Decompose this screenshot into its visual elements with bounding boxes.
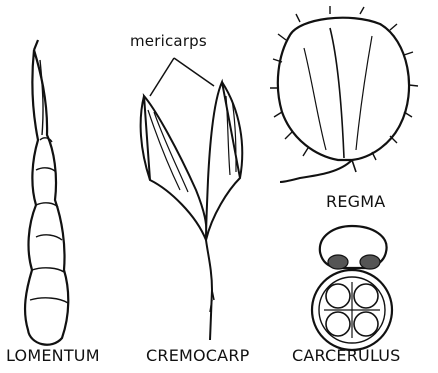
carcerulus-label: CARCERULUS bbox=[292, 346, 401, 365]
regma-drawing bbox=[270, 6, 418, 182]
carcerulus-drawing bbox=[312, 226, 392, 350]
cremocarp-drawing bbox=[141, 82, 243, 340]
mericarps-label: mericarps bbox=[130, 32, 207, 50]
cremocarp-label: CREMOCARP bbox=[146, 346, 249, 365]
mericarps-pointer-lines bbox=[150, 58, 214, 96]
lomentum-label: LOMENTUM bbox=[6, 346, 100, 365]
regma-label: REGMA bbox=[326, 192, 385, 211]
lomentum-drawing bbox=[25, 40, 68, 345]
